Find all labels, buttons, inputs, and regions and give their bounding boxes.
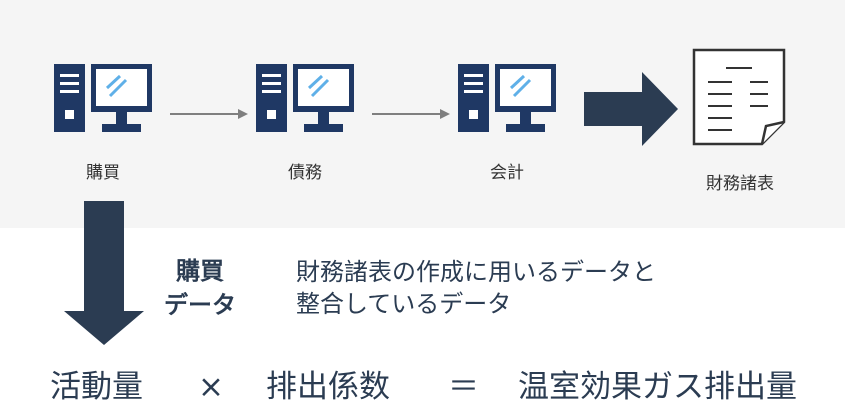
output-label-financial-statements: 財務諸表 bbox=[706, 174, 774, 194]
big-arrow-right-icon bbox=[584, 72, 678, 146]
arrow-right-icon bbox=[170, 109, 248, 119]
arrow-right-icon bbox=[372, 109, 450, 119]
formula-ghg-emissions: 温室効果ガス排出量 bbox=[518, 369, 797, 405]
document-icon bbox=[692, 48, 786, 146]
computer-icon-accounting bbox=[458, 64, 556, 134]
formula-multiply-operator: × bbox=[198, 369, 224, 405]
formula-activity-amount: 活動量 bbox=[50, 369, 143, 405]
computer-icon-purchase bbox=[54, 64, 152, 134]
data-description-line2: 整合しているデータ bbox=[296, 290, 512, 318]
purchase-data-label-line1: 購買 bbox=[176, 257, 224, 285]
purchase-data-label-line2: データ bbox=[164, 291, 236, 319]
computer-icon-payables bbox=[256, 64, 354, 134]
formula-equals-operator: ＝ bbox=[448, 369, 479, 405]
node-label-payables: 債務 bbox=[288, 163, 322, 183]
data-description-line1: 財務諸表の作成に用いるデータと bbox=[296, 258, 656, 286]
emission-formula: 活動量 × 排出係数 ＝ 温室効果ガス排出量 bbox=[0, 366, 845, 408]
node-label-accounting: 会計 bbox=[490, 163, 524, 183]
node-label-purchase: 購買 bbox=[86, 163, 120, 183]
data-description: 財務諸表の作成に用いるデータと 整合しているデータ bbox=[296, 256, 656, 320]
purchase-data-label: 購買 データ bbox=[152, 254, 248, 322]
big-arrow-down-icon bbox=[64, 201, 144, 345]
formula-emission-factor: 排出係数 bbox=[266, 369, 390, 405]
